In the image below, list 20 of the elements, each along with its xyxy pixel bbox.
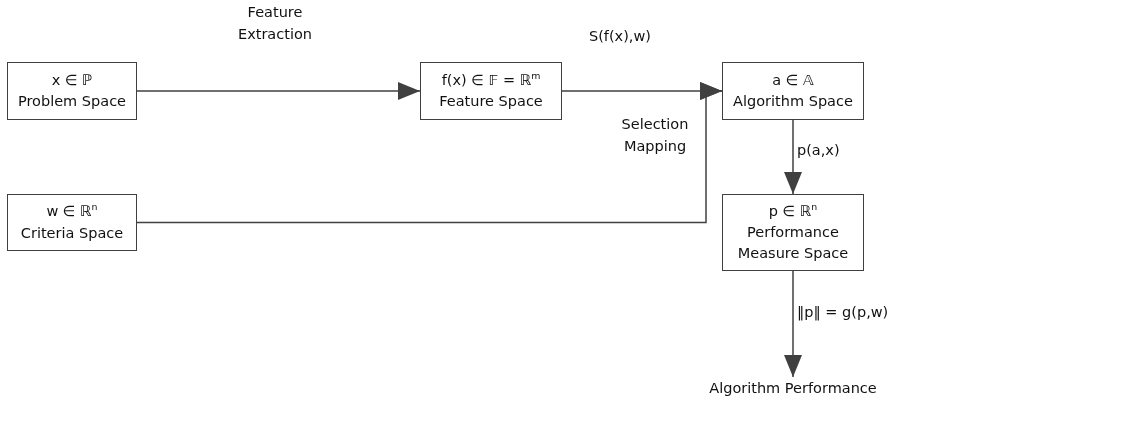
formula-text: p ∈ ℝ$^{n}$ <box>768 200 818 221</box>
formula-text: w ∈ ℝ$^{n}$ <box>46 201 98 222</box>
space-label: Criteria Space <box>20 223 124 243</box>
process-box <box>722 62 864 120</box>
space-label: Feature Space <box>439 92 543 111</box>
process-box <box>420 62 562 120</box>
arrow <box>136 82 723 224</box>
formula-text: f(x) ∈ 𝔽 = ℝ$^{m}$ <box>441 70 541 90</box>
space-label: Algorithm Space <box>733 92 853 111</box>
output-text: Algorithm Performance <box>705 377 881 401</box>
process-box <box>7 194 137 251</box>
arrow <box>784 119 802 195</box>
formula-text: a ∈ 𝔸 <box>772 71 814 90</box>
process-box <box>7 62 137 120</box>
process-box <box>722 194 864 271</box>
space-label: Problem Space <box>17 92 127 111</box>
arrow <box>784 270 802 378</box>
formula-text: x ∈ ℙ <box>51 71 93 90</box>
space-label: Performance Measure Space <box>736 223 850 263</box>
arrow <box>136 82 421 100</box>
